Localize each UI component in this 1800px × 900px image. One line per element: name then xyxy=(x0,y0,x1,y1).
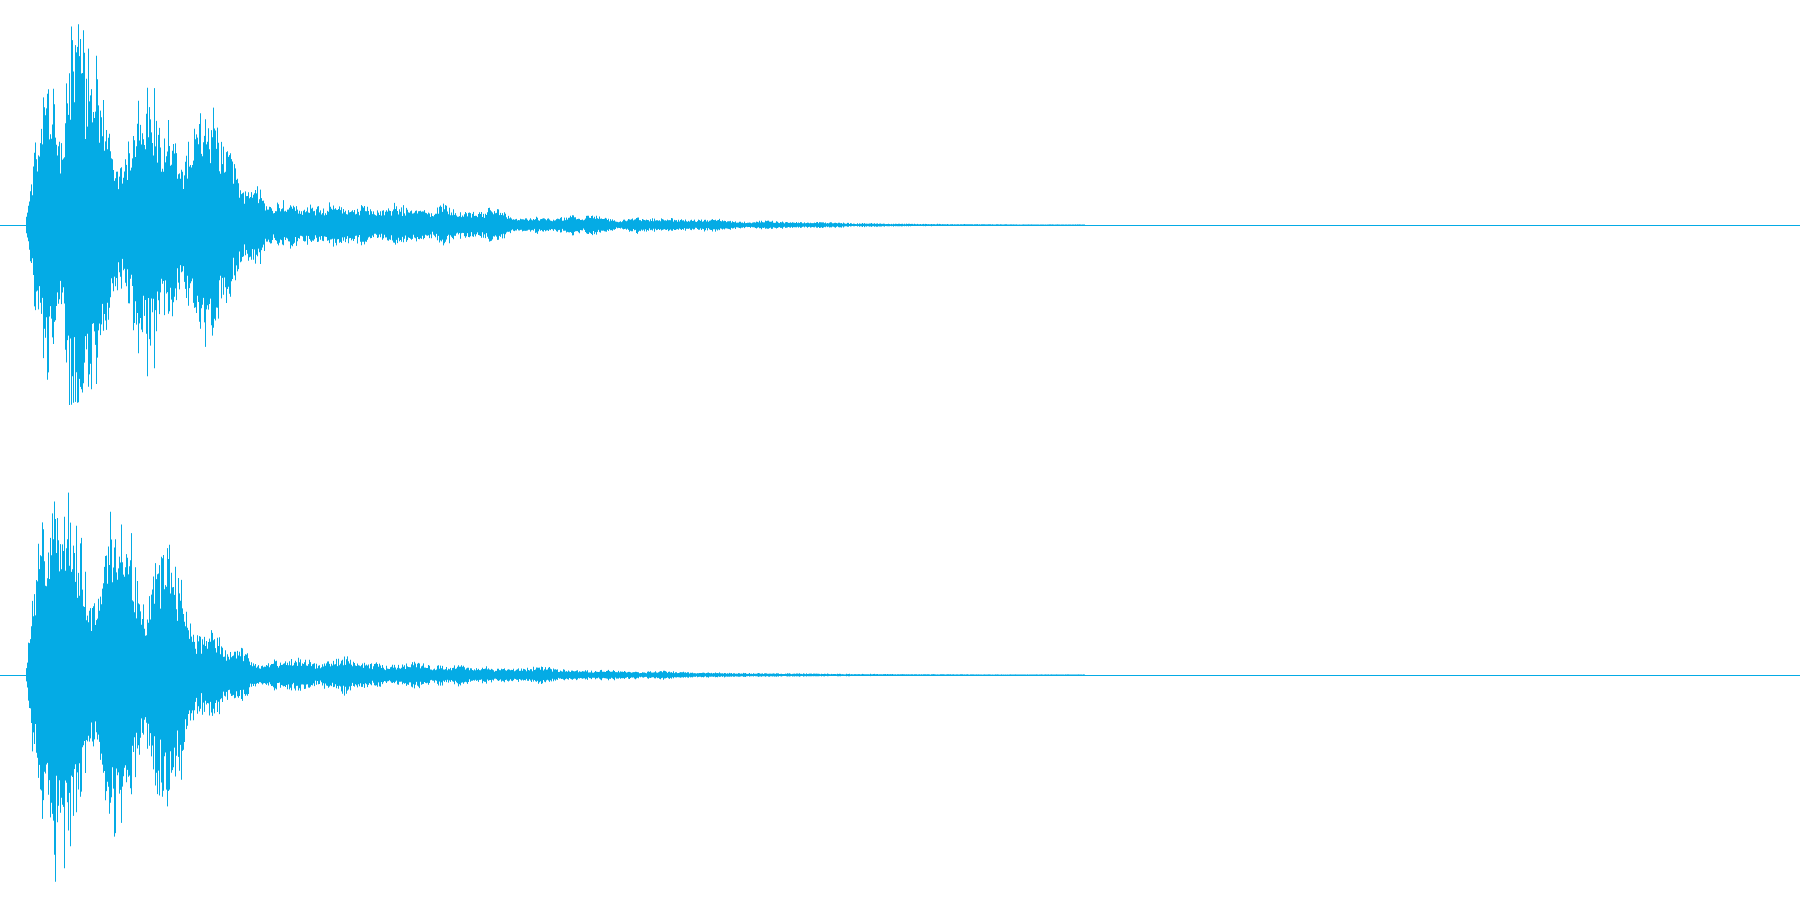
waveform-path-bottom xyxy=(26,492,1085,882)
waveform-channel-top xyxy=(0,24,1800,405)
waveform-channel-bottom xyxy=(0,492,1800,882)
waveform-path-top xyxy=(26,24,1085,405)
